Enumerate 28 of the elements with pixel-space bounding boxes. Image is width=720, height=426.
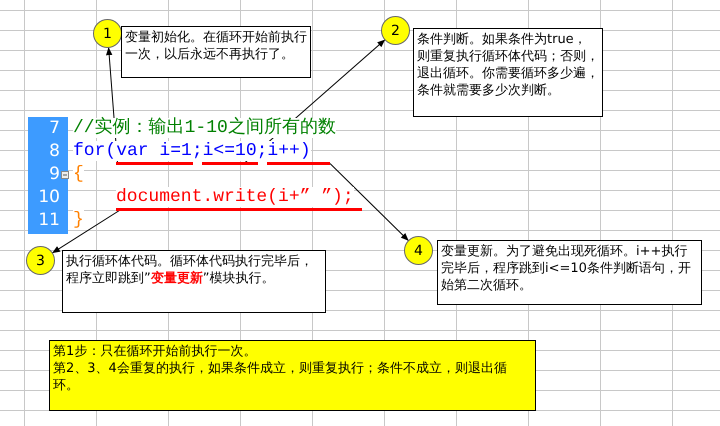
callout-box [121,26,311,78]
callout-box [62,250,326,313]
line-number: 10 [38,186,60,209]
leader-arrow [244,40,386,164]
callout-text: 执行循环体代码。循环体代码执行完毕后，程序立即跳到”变量更新”模块执行。 [66,253,314,287]
code-underline [116,162,193,165]
leader-arrow [106,47,118,164]
callout-number: 2 [381,16,410,45]
callout-text: 变量更新。为了避免出现死循环。i++执行完毕后，程序跳到i<=10条件判断语句，开始第二次循环。 [441,243,692,294]
callout-box [413,28,603,117]
leader-arrow [52,209,122,254]
note-box [49,340,536,411]
code-underline [116,208,362,211]
callout-number: 4 [404,236,433,265]
callout-text: 变量初始化。在循环开始前执行一次，以后永远不再执行了。 [125,29,307,63]
line-number: 7 [49,117,60,140]
callout-number: 1 [93,19,122,48]
callout-box [437,240,702,305]
line-number: 8 [49,140,60,163]
callout-number: 3 [26,246,55,275]
note-text: 第1步：只在循环开始前执行一次。 [53,343,258,360]
leader-arrow [330,163,409,241]
callout-text: 条件判断。如果条件为true，则重复执行循环体代码；否则，退出循环。你需要循环多少遍，条件就需要多少次判断。 [417,31,599,99]
line-number: 11 [38,209,60,232]
code-underline [267,162,330,165]
note-text: 第2、3、4会重复的执行，如果条件成立，则重复执行；条件不成立，则退出循环。 [53,360,508,394]
code-underline [202,162,258,165]
line-number: 9 [49,163,60,186]
